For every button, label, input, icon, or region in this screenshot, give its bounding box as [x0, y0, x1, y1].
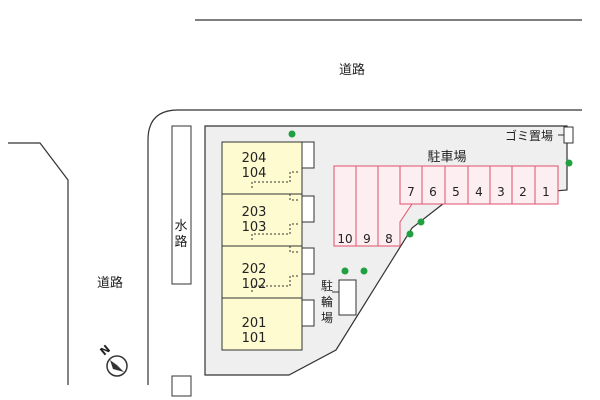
- parking-space-number: 4: [475, 185, 483, 199]
- parking-space-number: 10: [337, 232, 352, 246]
- tree-icon: [360, 267, 368, 275]
- waterway-label-2: 路: [174, 234, 187, 250]
- unit-upper-label: 203: [242, 205, 267, 220]
- bicycle-parking-box: [338, 279, 357, 316]
- tree-icon: [341, 267, 349, 275]
- unit-upper-label: 201: [242, 316, 267, 331]
- bicycle-label-3: 場: [321, 311, 333, 325]
- parking-area: [333, 165, 559, 247]
- waterway-strip: [171, 125, 192, 285]
- parking-space-number: 6: [429, 185, 437, 199]
- stair-dotted-lines: [251, 171, 300, 292]
- parking-space-number: 9: [363, 232, 371, 246]
- bicycle-label-1: 駐: [321, 278, 333, 293]
- parking-space-number: 8: [385, 232, 393, 246]
- parking-label: 駐車場: [427, 150, 466, 165]
- bicycle-label-2: 輪: [321, 294, 333, 309]
- unit-lower-label: 102: [242, 277, 267, 292]
- garbage-label: ゴミ置場: [505, 128, 553, 143]
- road-left-label: 道路: [97, 275, 123, 291]
- parking-space-number: 5: [452, 185, 460, 199]
- compass-icon: N: [98, 342, 128, 377]
- parking-space-number: 3: [497, 185, 505, 199]
- road-left-line: [8, 142, 69, 385]
- unit-lower-label: 101: [242, 331, 267, 346]
- tree-icon: [565, 159, 573, 167]
- apartment-building: [221, 141, 315, 351]
- trees: [288, 130, 573, 275]
- road-corner-line: [147, 109, 582, 385]
- unit-lower-label: 103: [242, 220, 267, 235]
- unit-upper-label: 204: [242, 151, 267, 166]
- parking-space-number: 7: [407, 185, 415, 199]
- garbage-box: [563, 126, 574, 144]
- waterway-strip-lower: [171, 375, 192, 397]
- waterway-label-1: 水: [174, 219, 187, 234]
- tree-icon: [406, 230, 414, 238]
- parking-space-number: 2: [519, 185, 527, 199]
- unit-upper-label: 202: [242, 262, 267, 277]
- unit-lower-label: 104: [242, 166, 267, 181]
- parking-space-number: 1: [542, 185, 550, 199]
- road-top-label: 道路: [339, 62, 365, 78]
- tree-icon: [417, 218, 425, 226]
- compass-north-label: N: [98, 342, 113, 358]
- tree-icon: [288, 130, 296, 138]
